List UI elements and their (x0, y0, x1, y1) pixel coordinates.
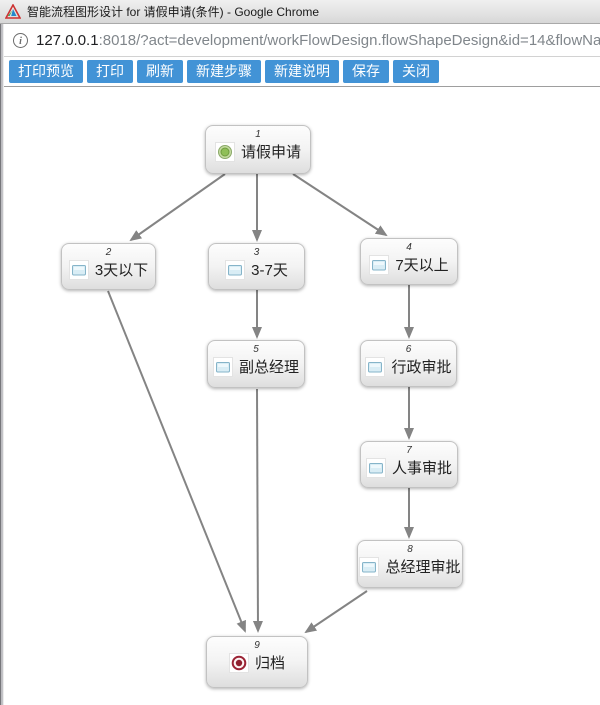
node-label: 请假申请 (240, 144, 301, 161)
window-title: 智能流程图形设计 for 请假申请(条件) - Google Chrome (27, 5, 320, 19)
node-label: 3天以下 (94, 262, 149, 279)
print-button[interactable]: 打印 (87, 60, 133, 83)
step-icon (71, 264, 86, 275)
refresh-button[interactable]: 刷新 (137, 60, 183, 83)
url-text[interactable]: 127.0.0.1:8018/?act=development/workFlow… (36, 32, 600, 49)
flow-canvas: 1 请假申请 2 (4, 87, 600, 705)
end-icon (231, 655, 247, 670)
node-number: 1 (255, 129, 261, 140)
step-icon (372, 259, 387, 270)
node-body: 行政审批 (365, 356, 452, 377)
window-titlebar: 智能流程图形设计 for 请假申请(条件) - Google Chrome (0, 0, 600, 24)
node-label: 行政审批 (391, 359, 452, 376)
flow-node[interactable]: 6 行政审批 (360, 340, 457, 387)
flow-node[interactable]: 9 归档 (206, 636, 308, 688)
node-number: 5 (253, 344, 259, 355)
step-icon (362, 561, 377, 572)
new-note-button[interactable]: 新建说明 (265, 60, 339, 83)
node-label: 总经理审批 (385, 559, 461, 576)
step-icon (228, 264, 243, 275)
node-icon-box (359, 556, 380, 577)
flow-node[interactable]: 1 请假申请 (205, 125, 311, 174)
node-icon-box (228, 652, 249, 673)
node-body: 3-7天 (225, 259, 288, 280)
start-icon (217, 144, 232, 159)
flow-node[interactable]: 3 3-7天 (208, 243, 305, 290)
print-preview-button[interactable]: 打印预览 (9, 60, 83, 83)
node-label: 归档 (254, 655, 285, 672)
node-number: 6 (405, 344, 412, 355)
toolbar: 打印预览 打印 刷新 新建步骤 新建说明 保存 关闭 (4, 57, 600, 87)
address-bar[interactable]: i 127.0.0.1:8018/?act=development/workFl… (4, 25, 600, 57)
node-number: 7 (406, 445, 412, 456)
node-body: 副总经理 (212, 356, 299, 377)
save-button[interactable]: 保存 (343, 60, 389, 83)
node-number: 3 (253, 247, 260, 258)
step-icon (368, 462, 383, 473)
info-icon[interactable]: i (13, 33, 28, 48)
node-body: 3天以下 (68, 259, 149, 280)
window-frame-left (0, 24, 4, 705)
node-icon-box (225, 259, 246, 280)
flow-node[interactable]: 7 人事审批 (360, 441, 458, 488)
url-host: 127.0.0.1 (36, 32, 99, 49)
step-icon (368, 361, 383, 372)
node-icon-box (365, 457, 386, 478)
node-number: 9 (254, 640, 260, 651)
new-step-button[interactable]: 新建步骤 (187, 60, 261, 83)
flow-node[interactable]: 5 副总经理 (207, 340, 305, 388)
node-label: 7天以上 (395, 257, 449, 274)
close-button[interactable]: 关闭 (393, 60, 439, 83)
node-icon-box (365, 356, 386, 377)
node-icon-box (214, 141, 235, 162)
node-body: 总经理审批 (359, 556, 461, 577)
node-body: 7天以上 (369, 254, 449, 275)
node-number: 8 (407, 544, 413, 555)
node-body: 归档 (228, 652, 285, 673)
flow-node[interactable]: 8 总经理审批 (357, 540, 463, 588)
node-icon-box (68, 259, 89, 280)
flow-node[interactable]: 2 3天以下 (61, 243, 156, 290)
flow-designer-logo-icon (5, 3, 21, 19)
node-label: 人事审批 (391, 460, 452, 477)
node-icon-box (212, 356, 233, 377)
node-icon-box (369, 254, 390, 275)
node-label: 副总经理 (238, 359, 299, 376)
step-icon (215, 361, 230, 372)
url-path: :8018/?act=development/workFlowDesign.fl… (98, 32, 600, 49)
node-number: 4 (406, 242, 412, 253)
node-body: 请假申请 (214, 141, 301, 162)
flow-node[interactable]: 4 7天以上 (360, 238, 458, 285)
node-body: 人事审批 (365, 457, 452, 478)
node-label: 3-7天 (251, 262, 288, 279)
node-number: 2 (105, 247, 112, 258)
